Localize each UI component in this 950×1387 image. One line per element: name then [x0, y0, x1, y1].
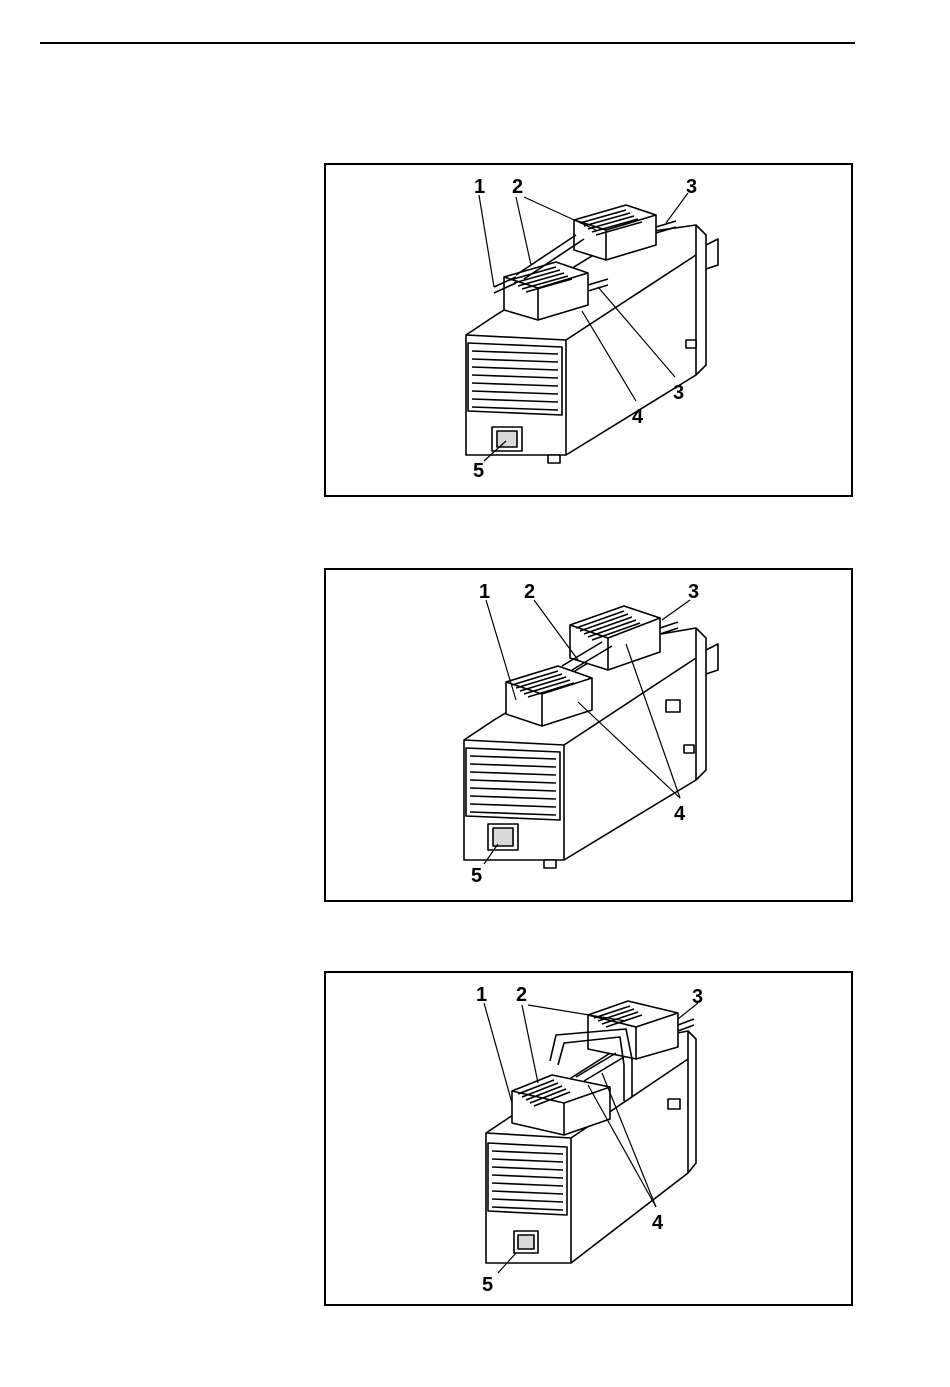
callout-5: 5 [471, 865, 482, 887]
pump-figure-3: 1 2 3 4 5 [324, 971, 853, 1306]
callout-1: 1 [476, 984, 487, 1006]
callout-1: 1 [474, 176, 485, 198]
callout-5: 5 [473, 460, 484, 482]
header-rule [40, 42, 855, 44]
callout-1: 1 [479, 581, 490, 603]
pump-illustration-2: 1 2 3 4 5 [326, 570, 855, 904]
callout-3: 3 [688, 581, 699, 603]
pump-illustration-1: 1 2 3 3 4 5 [326, 165, 855, 499]
callout-4: 4 [652, 1212, 664, 1234]
vent-grille [468, 343, 562, 415]
vent-grille [466, 748, 560, 820]
callout-3: 3 [692, 986, 703, 1008]
callout-3-upper: 3 [686, 176, 697, 198]
callout-2: 2 [524, 581, 535, 603]
pump-figure-1: 1 2 3 3 4 5 [324, 163, 853, 497]
callout-2: 2 [516, 984, 527, 1006]
pump-figure-2: 1 2 3 4 5 [324, 568, 853, 902]
pump-illustration-3: 1 2 3 4 5 [326, 973, 855, 1308]
callout-2: 2 [512, 176, 523, 198]
callout-4: 4 [674, 803, 686, 825]
callout-3-lower: 3 [673, 382, 684, 404]
callout-4: 4 [632, 406, 644, 428]
callout-5: 5 [482, 1274, 493, 1296]
vent-grille [488, 1143, 567, 1215]
